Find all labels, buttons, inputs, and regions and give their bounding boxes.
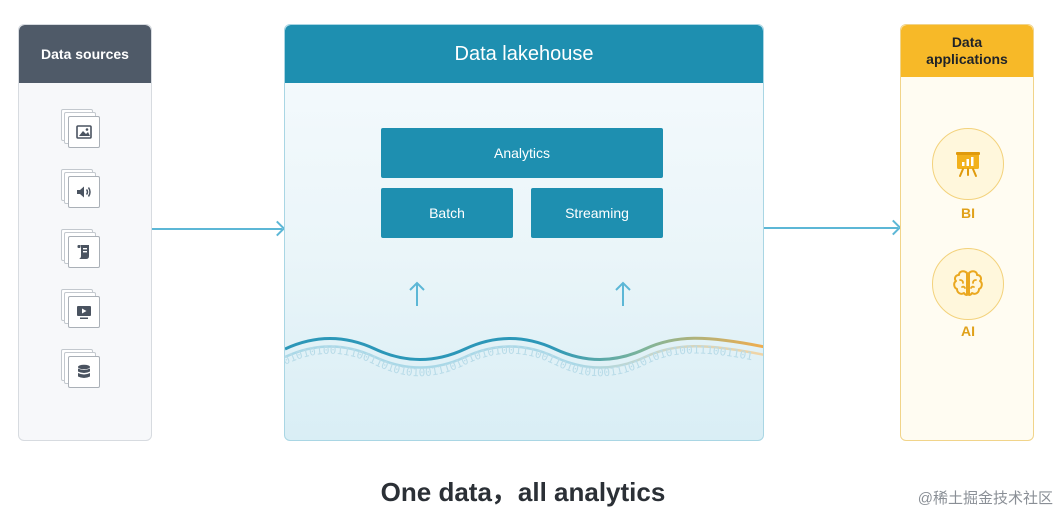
data-wave: 0101010011100110101010011101010101001110…	[285, 336, 763, 379]
image-source	[61, 109, 101, 149]
data-sources-title: Data sources	[19, 25, 151, 83]
data-lakehouse-panel: Data lakehouse Analytics Batch Streaming	[284, 24, 764, 441]
image-icon	[68, 116, 100, 148]
video-icon	[68, 296, 100, 328]
document-icon	[68, 236, 100, 268]
bi-label: BI	[961, 205, 975, 221]
audio-source	[61, 169, 101, 209]
binary-stream-text: 0101010011100110101010011101010101001110…	[285, 343, 754, 379]
data-lakehouse-title: Data lakehouse	[285, 25, 763, 83]
database-source	[61, 349, 101, 389]
watermark: @稀土掘金技术社区	[917, 490, 1053, 507]
bi-circle	[932, 128, 1004, 200]
batch-up-arrow-icon	[409, 281, 425, 306]
lakehouse-to-applications-arrow	[764, 227, 898, 229]
analytics-box: Analytics	[381, 128, 663, 178]
video-source	[61, 289, 101, 329]
presentation-chart-icon	[956, 152, 980, 177]
streaming-up-arrow-icon	[615, 281, 631, 306]
database-icon	[68, 356, 100, 388]
brain-icon	[953, 270, 983, 296]
ai-label: AI	[961, 323, 975, 339]
audio-icon	[68, 176, 100, 208]
ai-circle	[932, 248, 1004, 320]
diagram-caption: One data，all analytics	[380, 477, 666, 507]
document-source	[61, 229, 101, 269]
streaming-box: Streaming	[531, 188, 663, 238]
sources-to-lakehouse-arrow	[152, 228, 282, 230]
data-sources-panel: Data sources	[18, 24, 152, 441]
batch-box: Batch	[381, 188, 513, 238]
